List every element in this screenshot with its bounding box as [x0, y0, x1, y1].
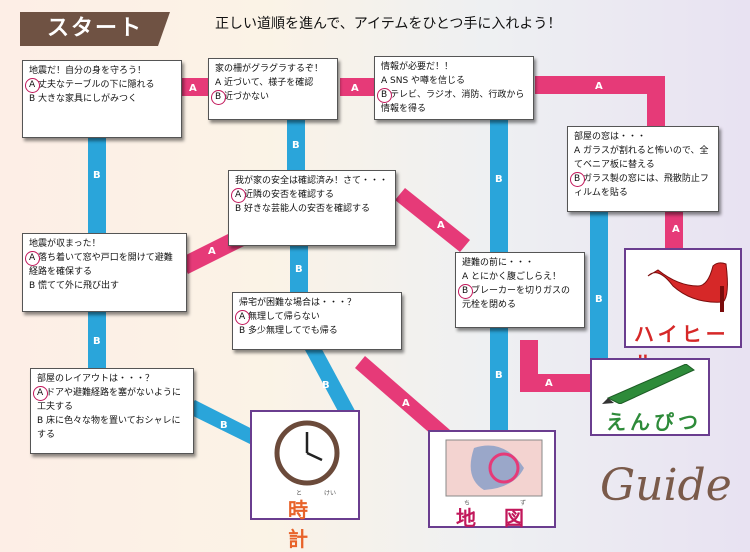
a-route-q4-heel — [665, 212, 683, 252]
a-route-q1-q2 — [180, 78, 210, 96]
b-label: B — [322, 380, 330, 391]
b-label: B — [93, 336, 101, 347]
b-route-q1-q6 — [88, 138, 106, 235]
b-route-q5-q8 — [290, 246, 308, 294]
question-box-5: 我が家の安全は確認済み！さて・・・ A 近隣の安否を確認する B 好きな芸能人の… — [228, 170, 396, 246]
option-b[interactable]: B ブレーカーを切りガスの元栓を閉める — [458, 284, 578, 312]
option-b[interactable]: B テレビ、ラジオ、消防、行政から情報を得る — [377, 88, 527, 116]
result-label-map: 地 図 — [456, 506, 528, 530]
result-clock[interactable]: と けい 時 計 — [250, 410, 360, 551]
a-route-q9-map — [355, 356, 450, 442]
b-label: B — [220, 420, 228, 431]
selected-circle — [25, 251, 40, 266]
page-title: 正しい道順を進んで、アイテムをひとつ手に入れよう！ — [215, 16, 562, 32]
option-a[interactable]: A 無理して帰らない — [235, 310, 395, 325]
question-text: 地震が収まった！ — [29, 239, 101, 249]
a-label: A — [351, 83, 359, 94]
option-b[interactable]: B 多少無理してでも帰る — [239, 326, 338, 336]
option-a[interactable]: A ドアや避難経路を塞がないように工夫する — [33, 386, 187, 414]
option-a[interactable]: A 近隣の安否を確認する — [231, 188, 389, 203]
option-a[interactable]: A 丈夫なテーブルの下に隠れる — [25, 78, 175, 93]
question-box-2: 家の柵がグラグラするぞ！ A 近づいて、様子を確認 B 近づかない — [208, 58, 338, 120]
question-text: 部屋のレイアウトは・・・？ — [37, 374, 155, 384]
selected-circle — [231, 188, 246, 203]
question-box-3: 情報が必要だ！！ A SNS や噂を信じる B テレビ、ラジオ、消防、行政から情… — [374, 56, 534, 120]
selected-circle — [570, 172, 585, 187]
map-ruby-1: ち — [464, 500, 471, 507]
a-route-q5-q7 — [395, 188, 470, 252]
map-icon — [445, 439, 543, 497]
a-label: A — [595, 81, 603, 92]
question-box-9: 部屋のレイアウトは・・・？ A ドアや避難経路を塞がないように工夫する B 床に… — [30, 368, 194, 454]
question-box-6: 地震が収まった！ A 落ち着いて窓や戸口を開けて避難経路を確保する B 慌てて外… — [22, 233, 187, 312]
a-label: A — [402, 398, 410, 409]
b-route-q9-clock — [185, 400, 270, 450]
question-box-8: 帰宅が困難な場合は・・・？ A 無理して帰らない B 多少無理してでも帰る — [232, 292, 402, 350]
selected-circle — [33, 386, 48, 401]
route-map: A A A A A A A A B B B B B B B B B — [88, 76, 683, 450]
b-label: B — [495, 370, 503, 381]
question-text: 地震だ！自分の身を守ろう！ — [29, 66, 147, 76]
a-route-q2-q3 — [340, 78, 376, 96]
clock-icon — [274, 420, 340, 486]
a-route-to-pencil — [520, 374, 590, 392]
result-label-clock: 時 計 — [288, 498, 336, 551]
question-box-1: 地震だ！自分の身を守ろう！ A 丈夫なテーブルの下に隠れる B 大きな家具にしが… — [22, 60, 182, 138]
question-box-4: 部屋の窓は・・・ A ガラスが割れると怖いので、全てベニア板に替える B ガラス… — [567, 126, 719, 212]
question-text: 情報が必要だ！！ — [381, 62, 454, 72]
b-route-q6-q9 — [88, 312, 106, 368]
selected-circle — [211, 90, 226, 105]
guide-logo: Guide — [600, 460, 732, 511]
b-route-q8-clock — [305, 342, 360, 428]
question-text: 部屋の窓は・・・ — [574, 132, 647, 142]
a-label: A — [672, 224, 680, 235]
pencil-icon — [602, 364, 695, 404]
question-text: 家の柵がグラグラするぞ！ — [215, 64, 324, 74]
b-label: B — [295, 264, 303, 275]
b-label: B — [93, 170, 101, 181]
a-label: A — [437, 220, 445, 231]
map-ruby-2: ず — [520, 500, 527, 507]
high-heel-icon — [647, 262, 728, 312]
result-label-pencil: えんぴつ — [606, 410, 702, 434]
b-route-q2-q5 — [287, 120, 305, 170]
clock-ruby-2: けい — [324, 490, 337, 497]
question-text: 避難の前に・・・ — [462, 258, 535, 268]
selected-circle — [377, 88, 392, 103]
a-label: A — [189, 83, 197, 94]
question-box-7: 避難の前に・・・ A とにかく腹ごしらえ！ B ブレーカーを切りガスの元栓を閉め… — [455, 252, 585, 328]
clock-ruby-1: と — [296, 490, 303, 497]
selected-circle — [235, 310, 250, 325]
a-route-right-q4 — [647, 76, 665, 126]
option-b[interactable]: B 床に色々な物を置いておシャレにする — [37, 416, 181, 440]
selected-circle — [25, 78, 40, 93]
result-heel[interactable]: ハイヒール — [624, 248, 742, 375]
option-b[interactable]: B ガラス製の窓には、飛散防止フィルムを貼る — [570, 172, 712, 200]
b-label: B — [595, 294, 603, 305]
option-a[interactable]: A 近づいて、様子を確認 — [215, 78, 314, 88]
b-label: B — [292, 140, 300, 151]
question-text: 帰宅が困難な場合は・・・？ — [239, 298, 357, 308]
option-a[interactable]: A 落ち着いて窓や戸口を開けて避難経路を確保する — [25, 251, 180, 279]
option-b[interactable]: B 近づかない — [211, 90, 331, 105]
selected-circle — [458, 284, 473, 299]
start-banner: スタート — [20, 12, 170, 46]
result-map[interactable]: ち ず 地 図 — [428, 430, 556, 530]
b-label: B — [495, 174, 503, 185]
a-label: A — [545, 378, 553, 389]
option-a[interactable]: A とにかく腹ごしらえ！ — [462, 272, 562, 282]
option-a[interactable]: A ガラスが割れると怖いので、全てベニア板に替える — [574, 146, 709, 170]
option-a[interactable]: A SNS や噂を信じる — [381, 76, 466, 86]
b-route-q4-pencil — [590, 212, 608, 358]
question-text: 我が家の安全は確認済み！さて・・・ — [235, 176, 389, 186]
result-pencil[interactable]: えんぴつ — [590, 358, 710, 436]
a-route-q3-right — [535, 76, 665, 94]
option-b[interactable]: B 慌てて外に飛び出す — [29, 281, 120, 291]
option-b[interactable]: B 大きな家具にしがみつく — [29, 94, 138, 104]
a-label: A — [208, 246, 216, 257]
option-b[interactable]: B 好きな芸能人の安否を確認する — [235, 204, 371, 214]
